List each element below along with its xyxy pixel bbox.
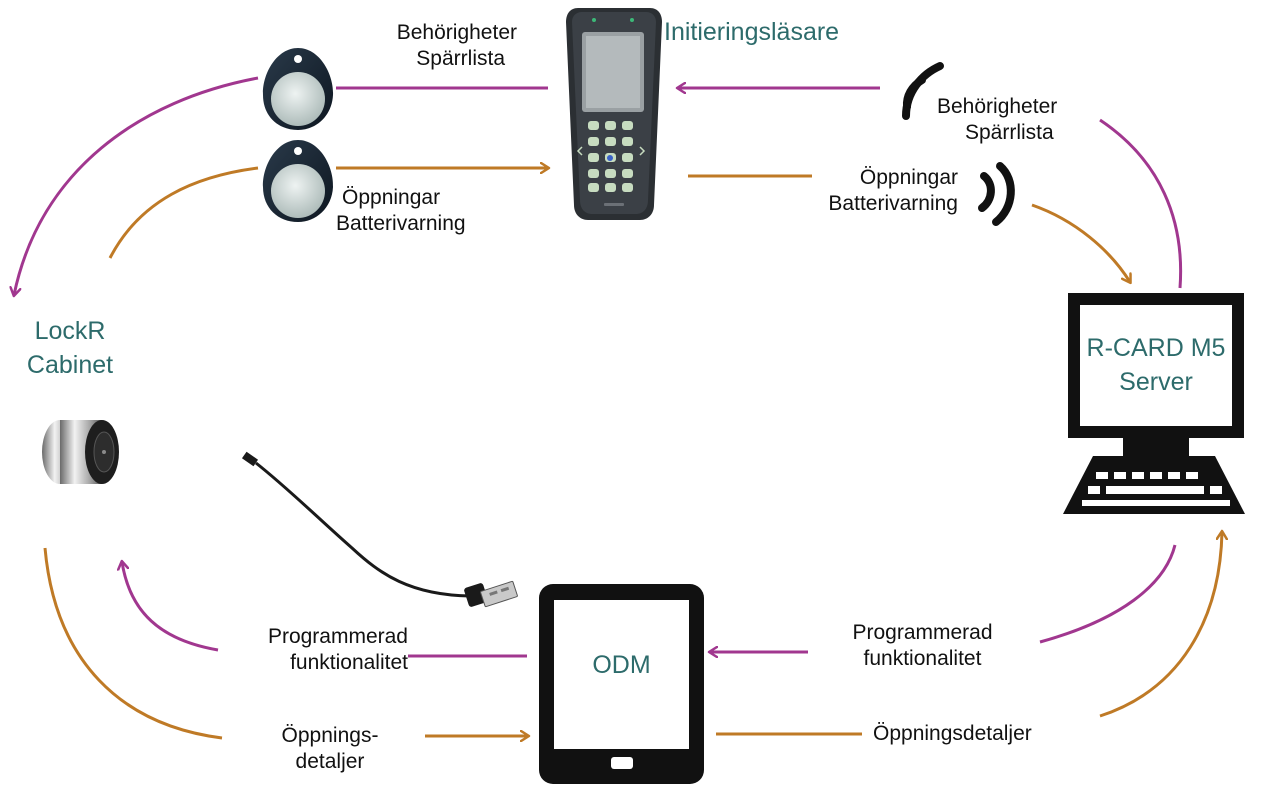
cabinet-title-line1: LockR (34, 317, 106, 345)
cabinet-title: LockR Cabinet (5, 314, 135, 382)
arc-cabinet-orange (43, 547, 223, 740)
label-odm-to-server: Öppningsdetaljer (873, 722, 1032, 745)
arc-tag-to-cabinet (14, 76, 259, 295)
label-wireless-permissions-line1: Behörigheter (937, 95, 1058, 118)
label-cabinet-to-odm-line2: detaljer (295, 750, 365, 773)
arc-odm-to-cabinet (122, 562, 219, 652)
arc-wireless-to-server-orange (1031, 203, 1130, 282)
server-title-line2: Server (1119, 368, 1193, 396)
arc-cabinet-to-tag (108, 166, 259, 259)
label-odm-to-cabinet-line1: Programmerad (267, 625, 408, 648)
key-fob-icon (262, 48, 334, 130)
odm-title: ODM (592, 651, 651, 679)
label-tag-permissions-line1: Behörigheter (396, 21, 517, 44)
label-server-to-odm-line2: funktionalitet (863, 647, 982, 670)
label-tag-openings-line1: Öppningar (342, 186, 441, 209)
keypad-reader-icon (566, 8, 662, 220)
label-wireless-permissions-line2: Spärrlista (965, 121, 1054, 144)
label-tag-permissions: Behörigheter Spärrlista (300, 20, 517, 72)
arc-server-to-odm-purple (1039, 544, 1177, 644)
label-tag-openings: Öppningar Batterivarning (336, 185, 466, 237)
label-wireless-openings: Öppningar Batterivarning (760, 165, 958, 217)
label-tag-openings-line2: Batterivarning (336, 212, 466, 235)
label-wireless-openings-line1: Öppningar (859, 166, 958, 189)
label-wireless-openings-line2: Batterivarning (828, 192, 958, 215)
reader-title: Initieringsläsare (664, 18, 840, 46)
server-title-line1: R-CARD M5 (1086, 334, 1226, 362)
label-odm-to-cabinet-line2: funktionalitet (290, 651, 408, 674)
arc-odm-to-server (1099, 532, 1222, 718)
tablet-icon (539, 584, 704, 784)
label-cabinet-to-odm: Öppnings- detaljer (240, 723, 420, 775)
label-cabinet-to-odm-line1: Öppnings- (281, 724, 379, 747)
wireless-signal-icon (902, 62, 944, 120)
cabinet-lock-icon (42, 420, 119, 484)
arc-wireless-to-server-purple (1099, 118, 1183, 289)
key-fob-icon (262, 140, 334, 222)
server-title: R-CARD M5 Server (1080, 331, 1232, 399)
wireless-signal-icon (978, 162, 1015, 226)
label-wireless-permissions: Behörigheter Spärrlista (937, 94, 1057, 146)
label-server-to-odm-line1: Programmerad (852, 621, 993, 644)
label-server-to-odm: Programmerad funktionalitet (820, 620, 1025, 672)
label-tag-permissions-line2: Spärrlista (416, 47, 505, 70)
label-odm-to-cabinet: Programmerad funktionalitet (230, 624, 408, 676)
desktop-computer-icon (1063, 293, 1245, 514)
usb-cable-icon (241, 451, 518, 608)
cabinet-title-line2: Cabinet (26, 351, 114, 379)
